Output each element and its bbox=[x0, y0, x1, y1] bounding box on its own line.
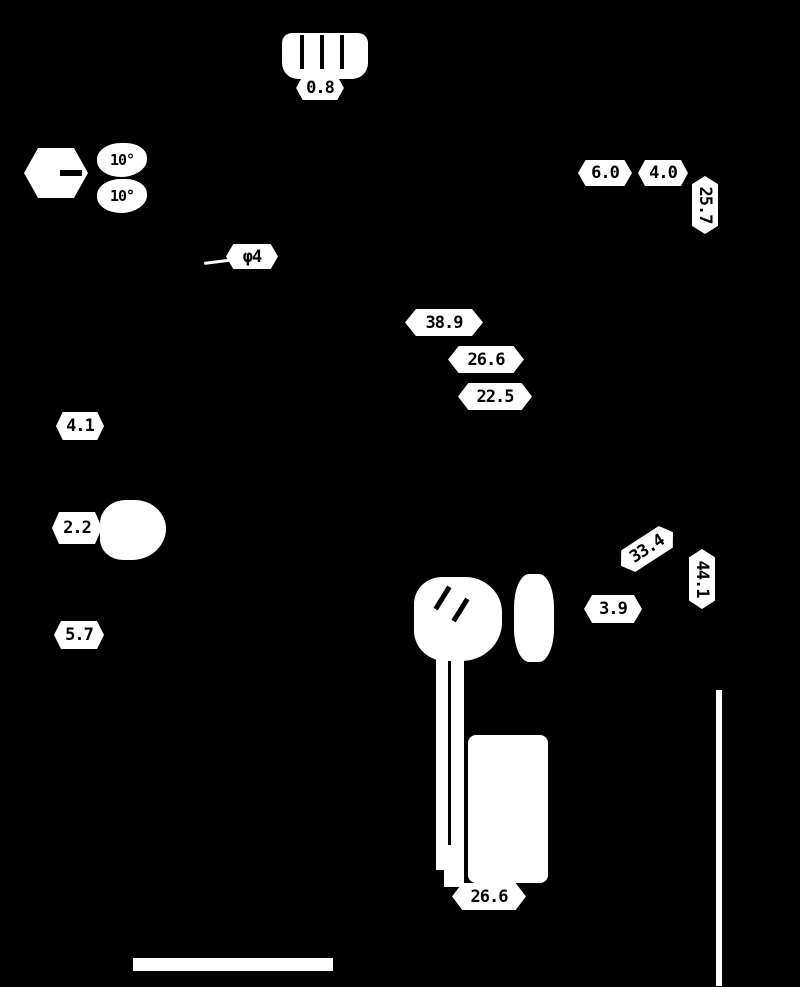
part-tip-silhouette bbox=[444, 845, 464, 887]
slot-mark bbox=[60, 170, 82, 176]
break-mark bbox=[433, 585, 452, 611]
hatch-line bbox=[320, 35, 324, 69]
dimension-label-4-1: 4.1 bbox=[56, 412, 104, 440]
break-mark bbox=[451, 597, 470, 623]
border-strip-right bbox=[716, 690, 722, 986]
part-head-silhouette-left bbox=[414, 577, 502, 661]
dimension-label-26-6-bottom: 26.6 bbox=[452, 883, 526, 910]
part-body-silhouette bbox=[436, 655, 464, 870]
angle-label-lower: 10° bbox=[97, 179, 147, 213]
angle-label-upper: 10° bbox=[97, 143, 147, 177]
dimension-label-5-7: 5.7 bbox=[54, 621, 104, 649]
dimension-label-6-0: 6.0 bbox=[578, 160, 632, 186]
part-top-section-silhouette bbox=[282, 33, 368, 79]
hex-bolt-silhouette bbox=[24, 148, 88, 198]
dimension-label-4-0: 4.0 bbox=[638, 160, 688, 186]
centerline bbox=[448, 661, 451, 864]
part-side-silhouette bbox=[468, 735, 548, 883]
border-strip-bottom bbox=[133, 958, 333, 971]
dimension-label-2-2: 2.2 bbox=[52, 512, 102, 544]
detail-blob bbox=[100, 500, 166, 560]
hatch-line bbox=[300, 35, 304, 69]
dimension-label-25-7: 25.7 bbox=[692, 176, 718, 234]
dimension-label-26-6-mid: 26.6 bbox=[448, 346, 524, 373]
hatch-line bbox=[340, 35, 344, 69]
dimension-label-0-8: 0.8 bbox=[296, 76, 344, 100]
part-head-silhouette-right bbox=[514, 574, 554, 662]
dimension-label-38-9: 38.9 bbox=[405, 309, 483, 336]
dimension-label-22-5: 22.5 bbox=[458, 383, 532, 410]
dimension-label-diameter: φ4 bbox=[226, 244, 278, 269]
dimension-label-3-9: 3.9 bbox=[584, 595, 642, 623]
dimension-label-33-4: 33.4 bbox=[614, 521, 680, 577]
dimension-label-44-1: 44.1 bbox=[689, 549, 715, 609]
